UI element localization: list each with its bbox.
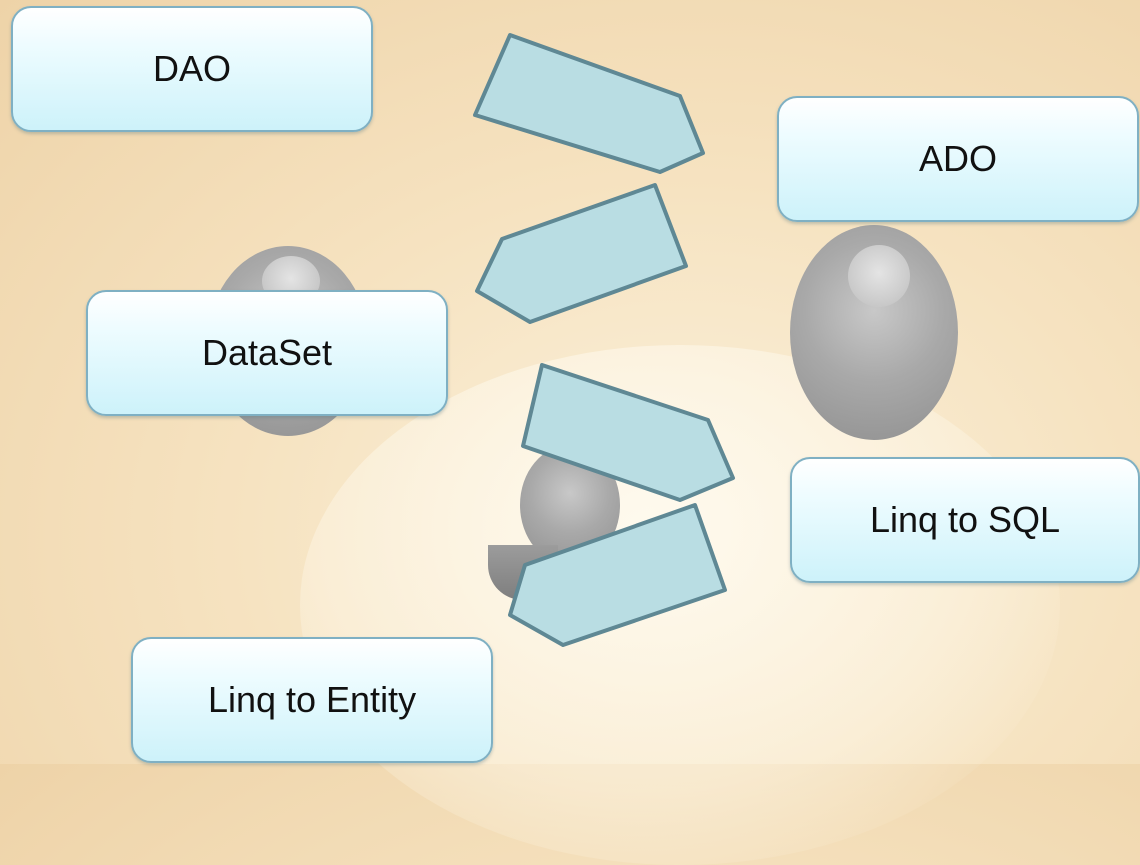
arrow-linq-sql-to-linq-entity	[508, 503, 727, 647]
arrow-ado-to-dataset	[475, 183, 688, 324]
node-linq-to-sql: Linq to SQL	[790, 457, 1140, 583]
arrow-layer	[473, 33, 735, 647]
node-dao: DAO	[11, 6, 373, 132]
node-dataset: DataSet	[86, 290, 448, 416]
node-ado: ADO	[777, 96, 1139, 222]
node-linq-to-entity: Linq to Entity	[131, 637, 493, 763]
arrow-dataset-to-linq-sql	[521, 363, 735, 502]
arrow-dao-to-ado	[473, 33, 705, 174]
decorative-sphere-right	[790, 225, 958, 440]
